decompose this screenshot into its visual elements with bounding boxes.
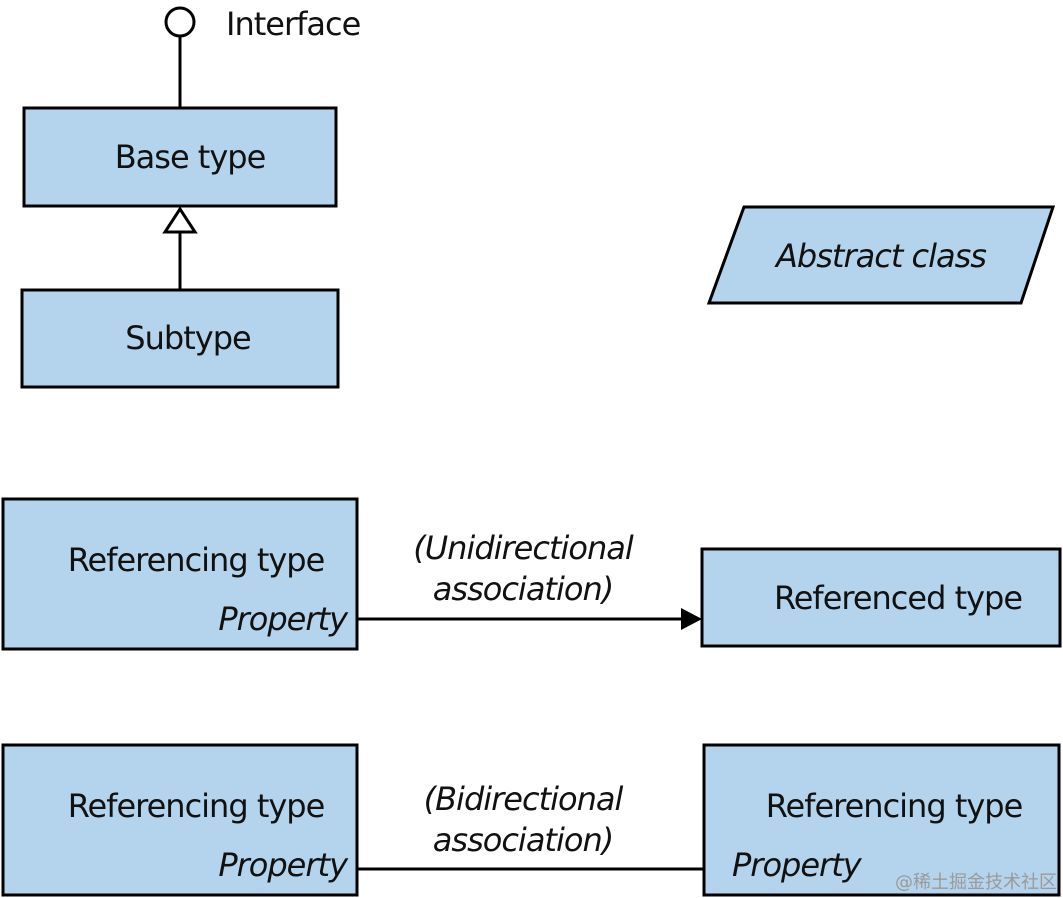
base-type-label: Base type bbox=[115, 138, 266, 176]
referencing-type-box bbox=[1, 497, 359, 651]
referencing-type-title: Referencing type bbox=[68, 541, 325, 579]
inheritance-arrow bbox=[162, 206, 198, 290]
unidirectional-association-label-line2: association) bbox=[433, 570, 613, 608]
interface-lollipop: Interface bbox=[164, 5, 361, 108]
right-referencing-type-property: Property bbox=[732, 846, 863, 884]
right-referencing-type-box bbox=[702, 743, 1061, 897]
right-referencing-type-title: Referencing type bbox=[766, 787, 1023, 825]
subtype-node: Subtype bbox=[20, 288, 340, 389]
base-type-node: Base type bbox=[22, 106, 338, 208]
subtype-label: Subtype bbox=[125, 319, 250, 357]
left-referencing-type-property: Property bbox=[218, 846, 349, 884]
abstract-class-label: Abstract class bbox=[774, 237, 986, 275]
unidirectional-association-label-line1: (Unidirectional bbox=[413, 529, 634, 567]
interface-label: Interface bbox=[226, 5, 360, 43]
left-referencing-type-box bbox=[1, 743, 359, 897]
referencing-type-property: Property bbox=[218, 600, 349, 638]
bidirectional-association-label-line2: association) bbox=[433, 821, 613, 859]
interface-circle-icon bbox=[164, 6, 196, 38]
bidirectional-association-label-line1: (Bidirectional bbox=[424, 780, 624, 818]
left-referencing-type-title: Referencing type bbox=[68, 787, 325, 825]
referenced-type-box bbox=[700, 547, 1062, 648]
watermark: @稀土掘金技术社区 bbox=[895, 872, 1057, 893]
hollow-triangle-arrowhead-icon bbox=[162, 206, 198, 234]
filled-arrowhead-icon bbox=[681, 608, 702, 630]
unidirectional-association: Referencing type Property (Unidirectiona… bbox=[1, 497, 1062, 651]
bidirectional-association: Referencing type Property (Bidirectional… bbox=[1, 743, 1061, 897]
abstract-class-parallelogram bbox=[706, 205, 1056, 305]
abstract-class-node: Abstract class bbox=[706, 205, 1056, 305]
base-type-box bbox=[22, 106, 338, 208]
referenced-type-title: Referenced type bbox=[774, 579, 1022, 617]
subtype-box bbox=[20, 288, 340, 389]
